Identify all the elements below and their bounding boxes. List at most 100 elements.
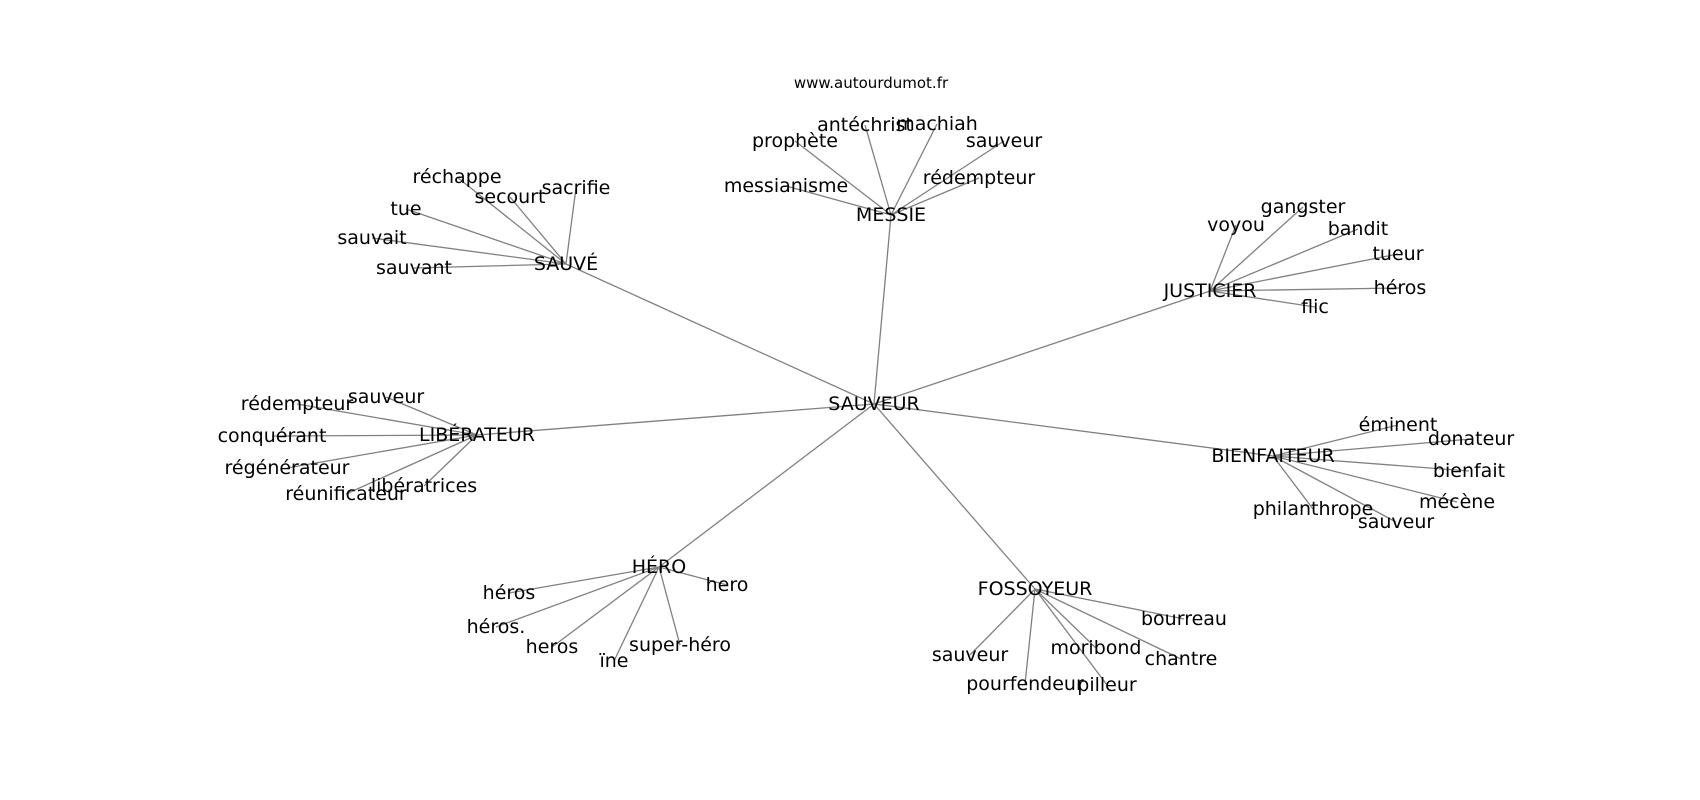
hub-node-label: SAUVÉ [534, 252, 598, 275]
edge-hub-leaf [1209, 206, 1304, 292]
leaf-node-label: sauveur [932, 644, 1009, 666]
edge-hub-leaf [1272, 438, 1472, 457]
edge-hub-leaf [969, 588, 1036, 656]
edge-hub-leaf [385, 396, 478, 436]
edge-hub-leaf [1209, 224, 1237, 292]
edge-center-hub [873, 214, 892, 405]
edge-center-hub [658, 403, 875, 568]
leaf-node-label: machiah [896, 113, 978, 135]
leaf-node-label: gangster [1261, 196, 1346, 218]
edge-hub-leaf [286, 434, 478, 469]
edge-center-hub [565, 263, 875, 405]
leaf-node-label: tueur [1372, 243, 1423, 265]
leaf-node-label: conquérant [218, 425, 327, 447]
leaf-node-label: chantre [1145, 648, 1218, 670]
edge-hub-leaf [456, 176, 567, 265]
leaf-node-label: flic [1301, 296, 1329, 318]
leaf-node-label: sacrifie [542, 177, 611, 199]
leaf-node-label: pourfendeur [966, 673, 1084, 695]
edge-hub-leaf [296, 403, 478, 436]
leaf-node-label: voyou [1207, 214, 1265, 236]
leaf-node-label: heros [526, 636, 579, 658]
leaf-node-label: bandit [1328, 218, 1389, 240]
leaf-node-label: bourreau [1141, 608, 1227, 630]
hub-node-label: LIBÉRATEUR [419, 423, 535, 446]
leaf-node-label: prophète [752, 130, 838, 152]
edge-hub-leaf [495, 566, 660, 628]
edge-hub-leaf [405, 208, 567, 265]
leaf-node-label: réunificateur [285, 483, 407, 505]
edge-hub-leaf [565, 187, 577, 265]
edge-hub-leaf [890, 123, 938, 216]
edge-hub-leaf [508, 566, 660, 594]
edge-hub-leaf [1272, 455, 1470, 472]
edge-hub-leaf [509, 196, 567, 265]
leaf-node-label: ïne [598, 650, 628, 672]
edge-hub-leaf [1024, 588, 1036, 685]
graph-edges [271, 123, 1472, 686]
edge-hub-leaf [1034, 588, 1097, 649]
edge-hub-leaf [371, 237, 567, 265]
leaf-node-label: réchappe [412, 166, 501, 188]
edge-hub-leaf [1209, 253, 1399, 292]
edge-hub-leaf [613, 566, 660, 662]
edge-hub-leaf [864, 124, 892, 216]
edge-hub-leaf [1034, 588, 1185, 620]
edge-hub-leaf [1209, 287, 1401, 292]
leaf-node-label: régénérateur [224, 457, 349, 479]
leaf-node-label: héros. [467, 616, 526, 638]
leaf-node-label: secourt [475, 186, 546, 208]
hub-node-label: HÉRO [632, 555, 686, 578]
hub-node-label: MESSIE [856, 204, 926, 226]
leaf-node-label: sauveur [348, 386, 425, 408]
edge-hub-leaf [785, 185, 892, 216]
edge-hub-leaf [658, 566, 728, 586]
leaf-node-label: super-héro [629, 634, 731, 656]
center-node-label: SAUVEUR [828, 393, 919, 415]
edge-center-hub [476, 403, 875, 436]
edge-hub-leaf [1272, 424, 1399, 457]
hub-node-label: FOSSOYEUR [978, 578, 1093, 600]
leaf-node-label: libératrices [371, 475, 477, 497]
leaf-node-label: hero [706, 574, 749, 596]
edge-center-hub [873, 403, 1274, 457]
site-watermark: www.autourdumot.fr [794, 74, 949, 92]
edge-hub-leaf [345, 434, 478, 495]
edge-hub-leaf [1272, 455, 1458, 503]
edge-hub-leaf [890, 140, 1005, 216]
leaf-node-label: héros [483, 582, 536, 604]
leaf-node-label: rédempteur [923, 167, 1036, 189]
graph-nodes: SAUVEURMESSIEprophèteantéchristmachiahsa… [218, 113, 1515, 696]
hub-node-label: JUSTICIER [1163, 280, 1257, 302]
edge-hub-leaf [551, 566, 660, 648]
leaf-node-label: messianisme [724, 175, 848, 197]
edge-hub-leaf [794, 140, 892, 216]
leaf-node-label: rédempteur [241, 393, 354, 415]
leaf-node-label: tue [390, 198, 421, 220]
edge-hub-leaf [890, 177, 980, 216]
leaf-node-label: moribond [1050, 637, 1141, 659]
leaf-node-label: héros [1374, 277, 1427, 299]
hub-node-label: BIENFAITEUR [1211, 445, 1334, 467]
edge-hub-leaf [1034, 588, 1182, 660]
leaf-node-label: sauvait [337, 227, 406, 249]
leaf-node-label: sauveur [966, 130, 1043, 152]
edge-hub-leaf [1272, 455, 1397, 523]
leaf-node-label: mécène [1419, 491, 1495, 513]
edge-hub-leaf [1034, 588, 1108, 686]
leaf-node-label: pilleur [1077, 674, 1137, 696]
leaf-node-label: antéchrist [817, 114, 913, 136]
leaf-node-label: éminent [1359, 414, 1438, 436]
edge-center-hub [873, 290, 1211, 405]
leaf-node-label: donateur [1428, 428, 1515, 450]
leaf-node-label: sauvant [376, 257, 452, 279]
edge-hub-leaf [413, 263, 567, 269]
leaf-node-label: philanthrope [1253, 498, 1374, 520]
edge-hub-leaf [1272, 455, 1314, 510]
edge-hub-leaf [1209, 228, 1359, 292]
edge-hub-leaf [658, 566, 681, 646]
edge-hub-leaf [423, 434, 478, 487]
leaf-node-label: bienfait [1433, 460, 1505, 482]
edge-hub-leaf [1209, 290, 1316, 308]
